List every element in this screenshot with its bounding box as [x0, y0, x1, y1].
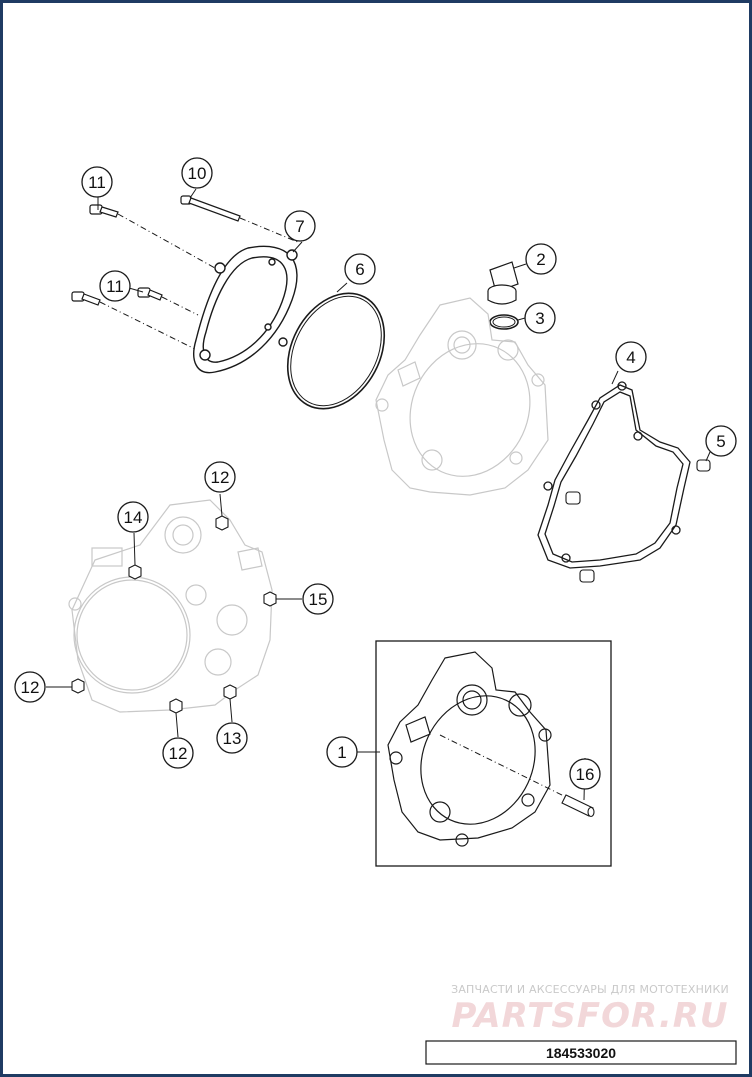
callout-label: 10 — [188, 164, 207, 183]
case-nuts — [71, 515, 277, 714]
cover-gasket — [537, 381, 691, 569]
o-ring-small — [489, 314, 519, 330]
document-number: 184533020 — [546, 1045, 616, 1061]
callout-4: 4 — [615, 341, 647, 373]
callout-13: 13 — [216, 722, 248, 754]
dowel-sleeves — [565, 459, 711, 583]
callout-label: 5 — [716, 432, 725, 451]
watermark: ЗАПЧАСТИ И АКСЕССУАРЫ ДЛЯ МОТОТЕХНИКИ PA… — [451, 983, 729, 1036]
engine-case-ghost — [68, 499, 273, 713]
callout-label: 16 — [576, 765, 595, 784]
bolt-11-left — [71, 291, 101, 306]
watermark-subtitle: ЗАПЧАСТИ И АКСЕССУАРЫ ДЛЯ МОТОТЕХНИКИ — [451, 983, 729, 996]
callout-12-bottom: 12 — [162, 737, 194, 769]
callout-label: 15 — [309, 590, 328, 609]
bolt-10 — [180, 195, 241, 222]
callout-label: 6 — [355, 260, 364, 279]
callout-15: 15 — [302, 583, 334, 615]
callout-label: 12 — [21, 678, 40, 697]
callout-5: 5 — [705, 425, 737, 457]
callout-11-top: 11 — [81, 166, 113, 198]
callout-12-top: 12 — [204, 461, 236, 493]
callout-14: 14 — [117, 501, 149, 533]
callout-label: 11 — [106, 277, 124, 296]
callout-label: 1 — [337, 743, 346, 762]
callout-12-left: 12 — [14, 671, 46, 703]
callout-10: 10 — [181, 157, 213, 189]
inner-cover-ghost — [375, 297, 549, 496]
clutch-cover-assembly — [387, 651, 552, 847]
callout-2: 2 — [525, 243, 557, 275]
callout-label: 13 — [223, 729, 242, 748]
callout-label: 2 — [536, 250, 545, 269]
o-ring-large — [286, 292, 386, 410]
callout-7: 7 — [284, 210, 316, 242]
inset-frame — [375, 640, 612, 867]
callout-16: 16 — [569, 758, 601, 790]
oil-filler-plug — [487, 261, 519, 305]
callout-label: 11 — [88, 173, 106, 192]
callout-11-mid: 11 — [99, 270, 131, 302]
callout-label: 3 — [535, 309, 544, 328]
callout-label: 12 — [211, 468, 230, 487]
callout-label: 14 — [124, 508, 143, 527]
callout-1: 1 — [326, 736, 358, 768]
outer-cover-ring — [193, 245, 298, 374]
callout-3: 3 — [524, 302, 556, 334]
watermark-brand: PARTSFOR.RU — [451, 996, 728, 1036]
docnum-box — [425, 1040, 737, 1065]
bolt-11-mid — [137, 287, 163, 301]
callout-6: 6 — [344, 253, 376, 285]
callout-label: 12 — [169, 744, 188, 763]
callout-label: 7 — [295, 217, 304, 236]
dowel-pin — [561, 794, 595, 818]
bolt-11-top — [89, 204, 119, 218]
callout-label: 4 — [626, 348, 635, 367]
